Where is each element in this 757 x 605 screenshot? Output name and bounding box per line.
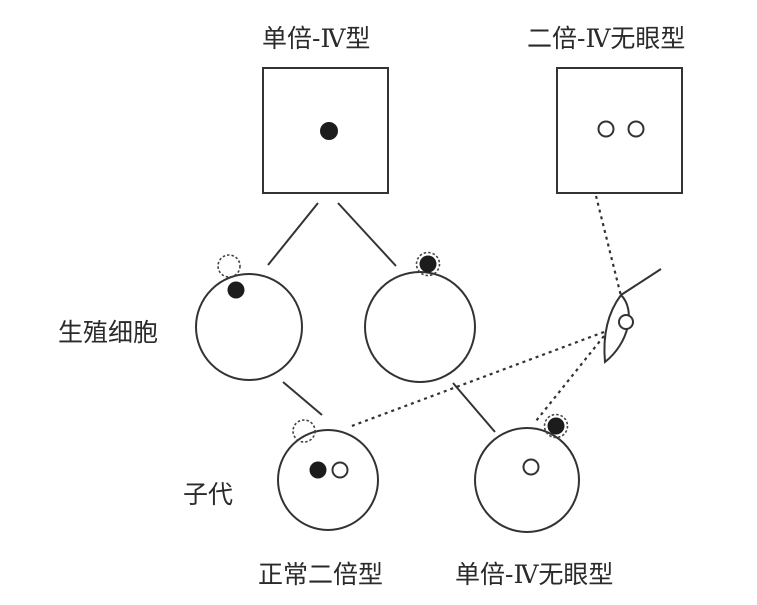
dotted-line-sperm-to-offspring-1 [348,330,605,429]
label-offspring-normal-diploid: 正常二倍型 [258,560,384,589]
germ-cell-1 [195,273,303,381]
offspring-1-chromosome-eyeless [331,461,349,479]
line-germ-cell-2-to-offspring-2 [452,382,496,433]
offspring-1-chromosome-normal [309,461,327,479]
offspring-1-lost-chromosome-marker [292,419,316,443]
line-parent-to-germ-cell-2 [337,202,397,267]
parent-chromosome-eyeless-2 [627,120,645,138]
diploid-eyeless-parent-box [556,67,683,194]
dotted-line-parent-to-sperm [594,195,623,297]
parent-chromosome-normal [320,122,338,140]
dotted-line-sperm-to-offspring-2 [535,335,605,422]
line-germ-cell-1-to-offspring-1 [282,381,323,416]
lost-chromosome-marker [217,254,241,278]
line-parent-to-germ-cell-1 [267,202,319,266]
sperm-tail [620,268,662,296]
offspring-2-chromosome-eyeless [522,458,540,476]
germ-cell-2-chromosome-ring [415,251,441,277]
label-diploid-eyeless-parent: 二倍-Ⅳ无眼型 [527,24,686,53]
offspring-1-normal-diploid [277,429,379,531]
label-haploid-parent: 单倍-Ⅳ型 [262,24,371,53]
germ-cell-2-chromosome-normal [419,255,437,273]
haploid-parent-box [262,67,389,194]
germ-cell-1-chromosome-normal [227,281,245,299]
offspring-2-chromosome-normal [547,417,565,435]
offspring-2-haploid-eyeless [474,427,580,533]
germ-cell-2 [364,271,476,383]
label-offspring-haploid-eyeless: 单倍-Ⅳ无眼型 [455,560,614,589]
label-offspring: 子代 [183,480,234,509]
sperm-cell [603,293,630,364]
offspring-2-chromosome-ring [543,413,569,439]
sperm-chromosome-eyeless [618,314,634,330]
parent-chromosome-eyeless-1 [597,120,615,138]
label-germ-cells: 生殖细胞 [58,318,159,347]
